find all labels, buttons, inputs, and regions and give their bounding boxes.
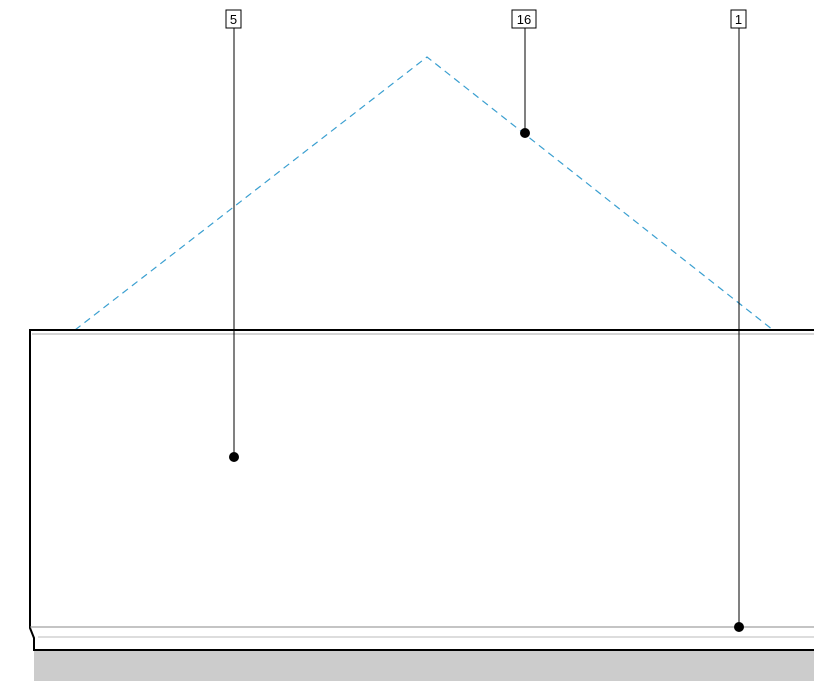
callout-16-label: 16 [517, 12, 531, 27]
callout-5: 5 [225, 9, 242, 462]
callout-16-dot [520, 128, 530, 138]
callout-1-dot [734, 622, 744, 632]
dashed-gable-profile [74, 56, 774, 331]
main-element-outline [29, 329, 814, 651]
callout-1-label: 1 [735, 12, 742, 27]
callout-1: 1 [730, 9, 747, 632]
ground-strip [34, 650, 814, 681]
callout-5-dot [229, 452, 239, 462]
callout-5-label: 5 [230, 12, 237, 27]
callout-16: 16 [511, 9, 537, 138]
callout-16-box [511, 9, 537, 29]
